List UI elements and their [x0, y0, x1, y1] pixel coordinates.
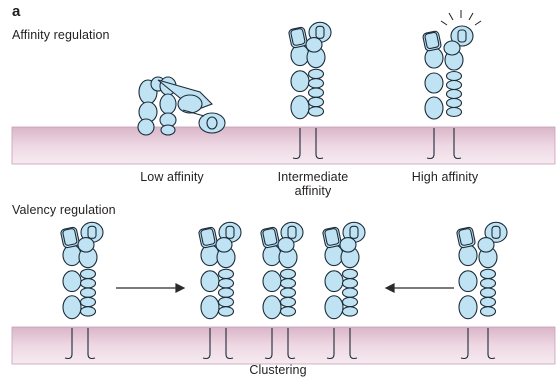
label-intermediate-affinity: Intermediate affinity	[258, 170, 368, 198]
activation-spark-icon	[441, 10, 481, 25]
section-title-affinity: Affinity regulation	[12, 28, 110, 42]
label-low-affinity: Low affinity	[122, 170, 222, 184]
panel-letter: a	[12, 3, 20, 20]
label-high-affinity: High affinity	[390, 170, 500, 184]
label-intermediate-text: Intermediate affinity	[278, 170, 349, 198]
section-title-valency: Valency regulation	[12, 203, 116, 217]
integrin-low-affinity	[138, 77, 225, 135]
membrane-top	[12, 127, 555, 164]
label-clustering: Clustering	[223, 363, 333, 377]
